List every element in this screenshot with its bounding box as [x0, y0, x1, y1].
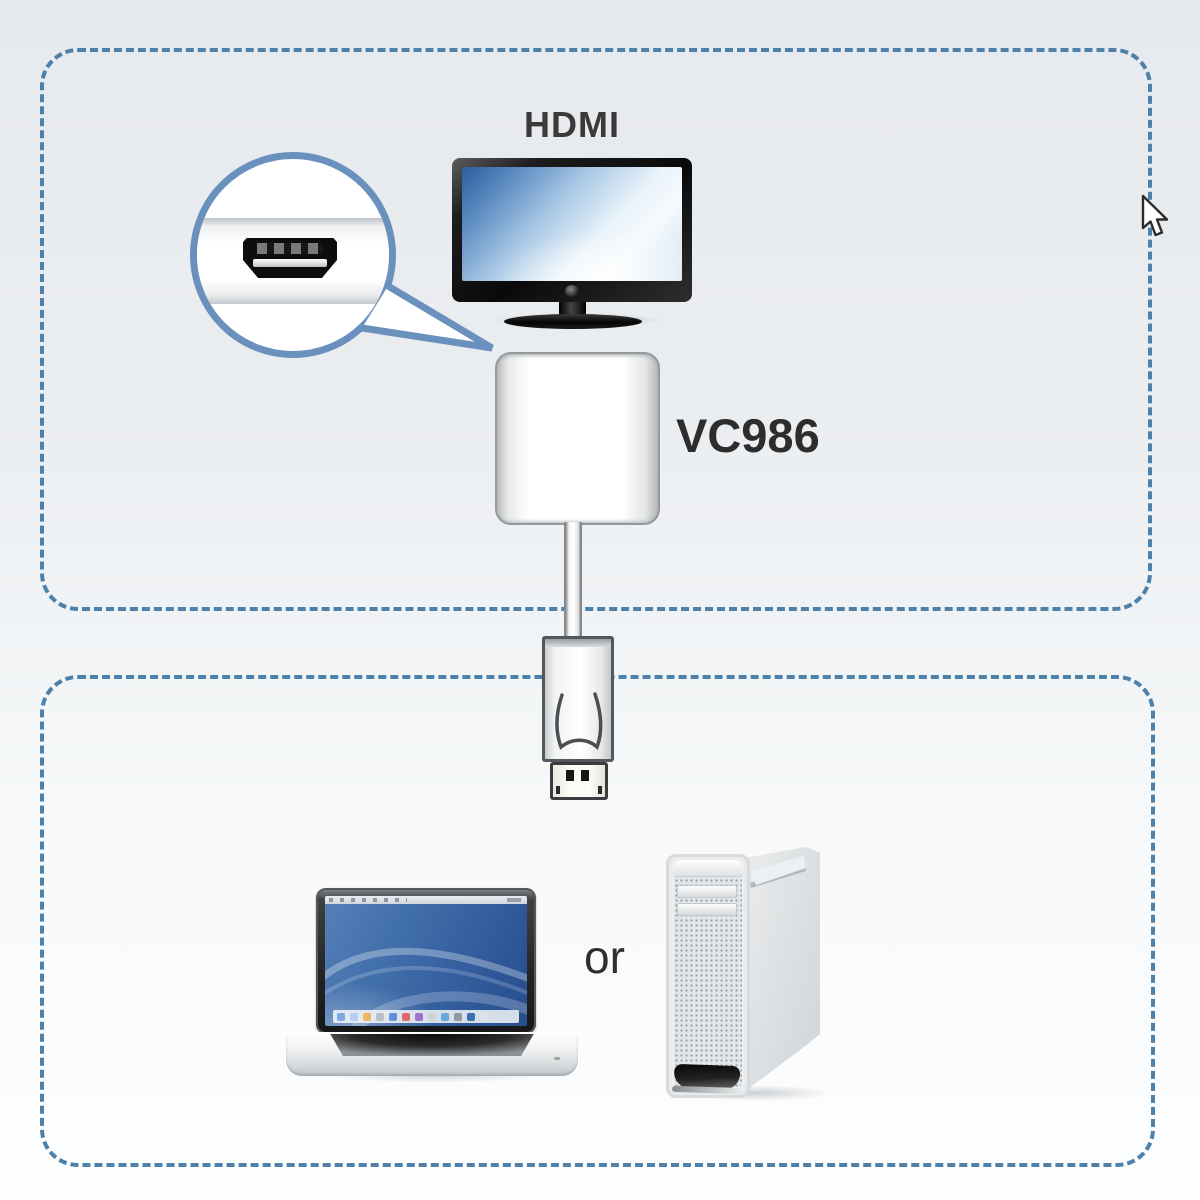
vc986-adapter-icon [495, 352, 660, 525]
tv-logo-icon [565, 285, 579, 297]
mouse-pointer-icon [1141, 194, 1169, 237]
desktop-tower-icon [658, 842, 830, 1098]
plug-notch [598, 786, 602, 794]
magnifier-callout-icon [190, 152, 396, 358]
dock-app-icon [441, 1012, 449, 1021]
plug-notch [556, 786, 560, 794]
dock-app-icon [337, 1012, 345, 1021]
tv-stand-base [504, 314, 642, 329]
hdmi-port-slot [253, 259, 327, 267]
tower-drive-bay [677, 903, 737, 916]
adapter-cable [564, 522, 582, 642]
dock-app-icon [467, 1012, 475, 1021]
tv-screen [462, 167, 682, 281]
displayport-logo-icon [555, 692, 603, 751]
tv-stand-neck [559, 302, 586, 317]
laptop-dock [333, 1010, 519, 1023]
dock-app-icon [363, 1012, 371, 1021]
tower-front-panel [666, 854, 750, 1098]
laptop-status-light [554, 1057, 560, 1060]
hdmi-port-icon [243, 238, 337, 278]
dock-app-icon [428, 1012, 436, 1021]
laptop-screen-bezel [316, 888, 536, 1034]
laptop-menubar [325, 896, 527, 904]
displayport-tip [550, 762, 608, 800]
dock-app-icon [402, 1012, 410, 1021]
model-label: VC986 [676, 409, 820, 462]
plug-pin [581, 770, 589, 781]
display-zone-box [40, 48, 1152, 611]
or-label: or [584, 931, 625, 983]
dock-app-icon [415, 1012, 423, 1021]
dock-app-icon [376, 1012, 384, 1021]
dock-app-icon [454, 1012, 462, 1021]
tower-mesh [674, 863, 742, 1087]
laptop-icon [286, 884, 578, 1084]
hdmi-port-pins [257, 243, 323, 254]
tower-top-cap [673, 860, 743, 877]
dock-app-icon [480, 1012, 488, 1021]
laptop-keyboard [330, 1034, 534, 1056]
tower-foot [671, 1085, 745, 1095]
tv-monitor-icon [452, 158, 692, 330]
dock-app-icon [350, 1012, 358, 1021]
laptop-base [286, 1032, 578, 1076]
laptop-screen [325, 896, 527, 1026]
tower-drive-bay [677, 885, 737, 898]
displayport-plug-icon [542, 636, 614, 762]
dock-app-icon [389, 1012, 397, 1021]
plug-pin [566, 770, 574, 781]
wallpaper-swirl-icon [325, 947, 527, 1026]
hdmi-label: HDMI [524, 104, 620, 145]
